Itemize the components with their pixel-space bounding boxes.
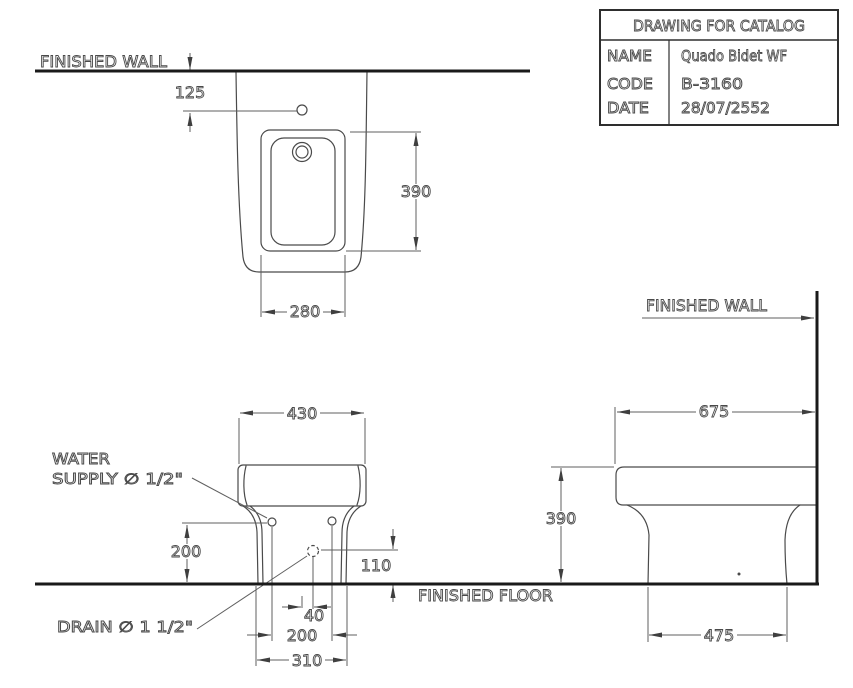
- finished-wall-top-label: FINISHED WALL: [40, 52, 167, 71]
- bowl-corner-line-left: [243, 465, 248, 506]
- dim-text-40: 40: [304, 606, 324, 625]
- dim-text-200-bottom: 200: [287, 626, 318, 645]
- reference-lines: [35, 69, 819, 586]
- bg-280: [287, 304, 323, 319]
- front-view-holes: [267, 516, 337, 558]
- dim-text-390-side: 390: [546, 509, 577, 528]
- water-supply-leader: [191, 477, 268, 519]
- bg-125: [172, 85, 208, 100]
- dimension-text-backgrounds: [168, 85, 737, 668]
- basin-outline: [270, 137, 336, 246]
- faucet-hole-inner: [295, 145, 309, 159]
- side-view: [615, 466, 817, 585]
- title-block-label-code: CODE: [607, 75, 653, 93]
- side-detail-dot: [737, 572, 741, 576]
- dim-text-280: 280: [290, 302, 321, 321]
- pedestal-right-inner: [340, 505, 355, 585]
- water-supply-hole-right: [327, 516, 337, 526]
- dim-text-125: 125: [175, 83, 206, 102]
- bg-40: [301, 609, 327, 622]
- finished-floor-label: FINISHED FLOOR: [418, 586, 553, 605]
- bg-390-side: [543, 511, 579, 526]
- bg-200-bottom: [284, 628, 320, 643]
- side-pedestal-back: [784, 504, 801, 585]
- water-supply-label-line1: WATER: [52, 450, 110, 468]
- bidet-front-bowl: [237, 464, 367, 507]
- bidet-side-bowl: [615, 466, 817, 506]
- bg-310: [289, 653, 325, 668]
- dim-text-675: 675: [699, 402, 730, 421]
- pedestal-right-outer: [345, 505, 362, 585]
- bg-475: [701, 628, 737, 643]
- bidet-plan-outline: [235, 71, 368, 273]
- front-view: [237, 464, 367, 585]
- pedestal-left-outer: [242, 505, 259, 585]
- dim-text-200-front: 200: [171, 542, 202, 561]
- drain-hole: [306, 544, 320, 558]
- bowl-corner-line-right: [356, 465, 361, 506]
- title-block-label-name: NAME: [607, 47, 652, 65]
- dim-text-475: 475: [704, 626, 735, 645]
- dim-text-390-plan: 390: [401, 182, 432, 201]
- side-pedestal-front: [626, 504, 650, 585]
- title-block-value-name: Quado Bidet WF: [681, 47, 787, 65]
- bg-675: [696, 404, 732, 419]
- bg-430: [284, 406, 320, 421]
- title-block-value-code: B-3160: [681, 75, 743, 93]
- mounting-hole: [296, 104, 308, 116]
- faucet-hole-outer: [291, 141, 313, 163]
- drain-label: DRAIN ∅ 1 1/2": [57, 618, 193, 636]
- title-block-value-date: 28/07/2552: [681, 99, 770, 117]
- drain-leader: [196, 555, 308, 630]
- rim-outline: [260, 129, 346, 252]
- finished-wall-side-label: FINISHED WALL: [646, 296, 767, 315]
- bg-200-front: [168, 544, 204, 559]
- title-block: DRAWING FOR CATALOG NAME Quado Bidet WF …: [599, 9, 839, 126]
- pedestal-left-inner: [249, 505, 264, 585]
- text-labels: FINISHED WALL FINISHED WALL FINISHED FLO…: [40, 52, 768, 671]
- water-supply-hole-left: [267, 517, 277, 527]
- dim-text-430: 430: [287, 404, 318, 423]
- title-block-border: [599, 9, 839, 126]
- title-block-label-date: DATE: [607, 99, 649, 117]
- title-block-title: DRAWING FOR CATALOG: [633, 17, 805, 35]
- water-supply-label-line2: SUPPLY ∅ 1/2": [52, 470, 183, 488]
- bg-390-plan: [398, 184, 434, 199]
- plan-view: [235, 71, 368, 273]
- dim-text-110: 110: [361, 556, 392, 575]
- dim-text-310: 310: [292, 651, 323, 670]
